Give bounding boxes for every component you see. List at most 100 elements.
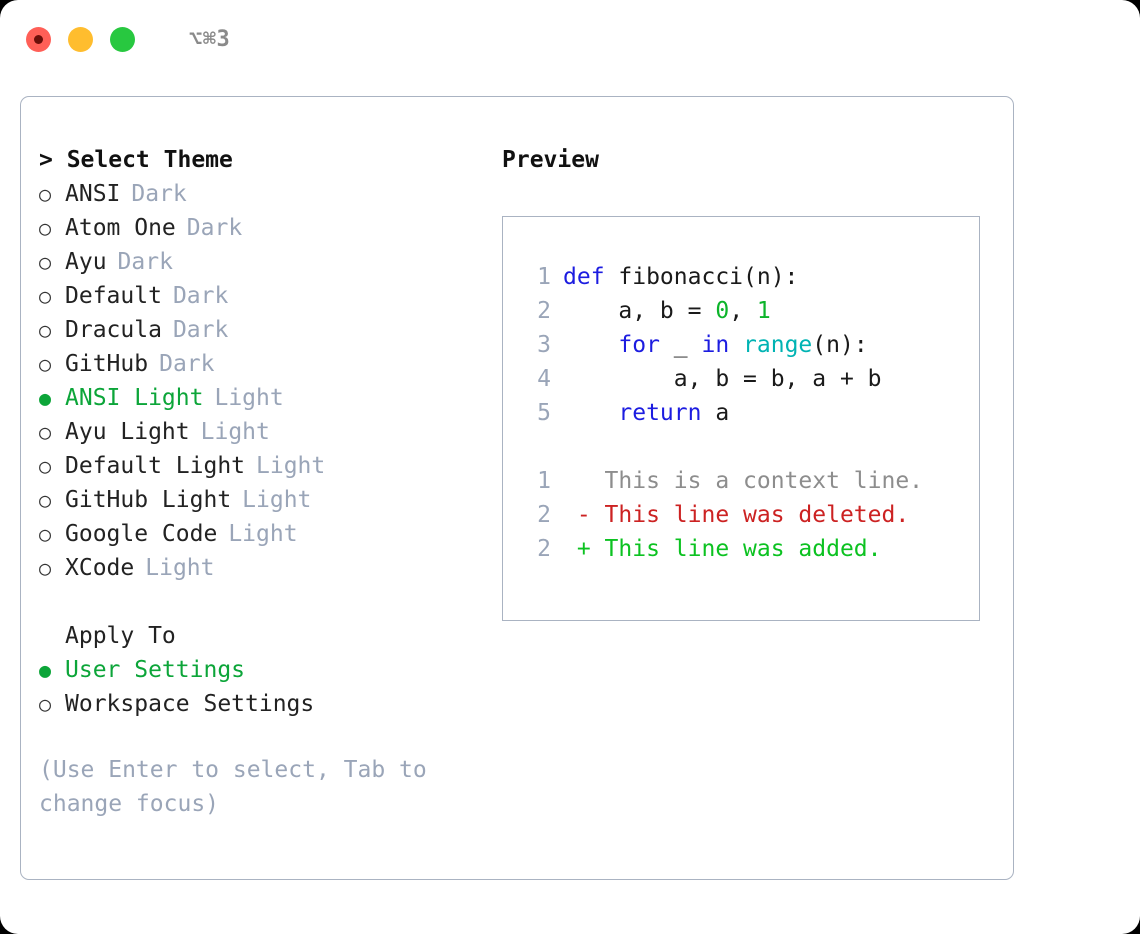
code-token: def — [563, 264, 619, 290]
radio-unselected-icon: ○ — [39, 556, 52, 580]
theme-name: GitHub Light — [65, 487, 232, 513]
code-token: a — [701, 400, 730, 426]
code-token: 1 — [756, 298, 771, 324]
theme-name: Ayu — [65, 249, 107, 275]
code-token: for — [618, 332, 660, 358]
theme-list-item[interactable]: ○ Ayu Dark — [39, 245, 489, 279]
theme-list-item[interactable]: ○ Default Dark — [39, 279, 489, 313]
code-token: + This line was added. — [563, 536, 882, 562]
theme-variant-badge: Dark — [172, 317, 229, 343]
line-content: for _ in range(n): — [563, 328, 868, 362]
radio-selected-icon: ● — [39, 386, 52, 410]
code-token: - This line was deleted. — [563, 502, 910, 528]
theme-list-item[interactable]: ○ Atom One Dark — [39, 211, 489, 245]
theme-name: GitHub — [65, 351, 149, 377]
apply-to-list[interactable]: ●User Settings ○ Workspace Settings — [39, 653, 489, 721]
apply-to-heading: Apply To — [65, 623, 176, 649]
theme-variant-badge: Light — [145, 555, 215, 581]
line-number: 1 — [537, 264, 551, 290]
diff-line: 2 + This line was added. — [521, 532, 979, 566]
apply-to-item[interactable]: ●User Settings — [39, 653, 489, 687]
line-number: 2 — [537, 298, 551, 324]
code-token: a, b = — [563, 298, 716, 324]
preview-heading: Preview — [502, 147, 599, 173]
line-content: a, b = 0, 1 — [563, 294, 771, 328]
line-number: 3 — [537, 332, 551, 358]
radio-unselected-icon: ○ — [39, 488, 52, 512]
title-bar: ⌥⌘3 — [0, 0, 1140, 78]
theme-list-item[interactable]: ○ Dracula Dark — [39, 313, 489, 347]
line-number: 2 — [537, 536, 551, 562]
radio-unselected-icon: ○ — [39, 420, 52, 444]
theme-name: XCode — [65, 555, 135, 581]
code-token: range — [743, 332, 813, 358]
code-token: fibonacci(n): — [618, 264, 799, 290]
line-number: 2 — [537, 502, 551, 528]
window-controls — [26, 26, 135, 52]
diff-line: 2 - This line was deleted. — [521, 498, 979, 532]
code-token: return — [618, 400, 702, 426]
radio-unselected-icon: ○ — [39, 352, 52, 376]
apply-to-label: User Settings — [65, 657, 246, 683]
radio-unselected-icon: ○ — [39, 522, 52, 546]
theme-variant-badge: Dark — [172, 283, 229, 309]
select-theme-heading: > Select Theme — [39, 147, 233, 173]
theme-name: Atom One — [65, 215, 176, 241]
code-token: (n): — [812, 332, 868, 358]
code-token — [563, 332, 618, 358]
radio-unselected-icon: ○ — [39, 284, 52, 308]
line-content: return a — [563, 396, 729, 430]
theme-variant-badge: Light — [242, 487, 312, 513]
theme-variant-badge: Light — [228, 521, 298, 547]
line-number: 4 — [537, 366, 551, 392]
line-content: - This line was deleted. — [563, 498, 909, 532]
apply-to-label: Workspace Settings — [65, 691, 315, 717]
code-diff-separator — [521, 430, 979, 464]
code-token: 0 — [715, 298, 730, 324]
close-button[interactable] — [26, 26, 51, 52]
theme-name: ANSI Light — [65, 385, 204, 411]
radio-unselected-icon: ○ — [39, 318, 52, 342]
apply-to-item[interactable]: ○ Workspace Settings — [39, 687, 489, 721]
theme-name: Default — [65, 283, 162, 309]
line-content: def fibonacci(n): — [563, 260, 798, 294]
radio-unselected-icon: ○ — [39, 454, 52, 478]
line-number: 1 — [537, 468, 551, 494]
theme-name: Dracula — [65, 317, 162, 343]
line-content: + This line was added. — [563, 532, 882, 566]
theme-variant-badge: Dark — [131, 181, 187, 207]
minimize-button[interactable] — [68, 26, 93, 52]
theme-list-item[interactable]: ○ XCode Light — [39, 551, 489, 585]
code-line: 1 def fibonacci(n): — [521, 260, 979, 294]
theme-list-item[interactable]: ○ GitHub Light Light — [39, 483, 489, 517]
code-token — [563, 400, 618, 426]
theme-variant-badge: Dark — [186, 215, 243, 241]
code-token: _ — [659, 332, 702, 358]
radio-unselected-icon: ○ — [39, 182, 52, 206]
line-number: 5 — [537, 400, 551, 426]
radio-unselected-icon: ○ — [39, 250, 52, 274]
code-line: 3 for _ in range(n): — [521, 328, 979, 362]
maximize-button[interactable] — [110, 26, 135, 52]
code-token — [729, 332, 743, 358]
theme-name: Ayu Light — [65, 419, 190, 445]
theme-variant-badge: Dark — [117, 249, 173, 275]
radio-unselected-icon: ○ — [39, 216, 52, 240]
code-token: a, b = b, a + b — [563, 366, 882, 392]
diff-line: 1 This is a context line. — [521, 464, 979, 498]
radio-unselected-icon: ○ — [39, 692, 52, 716]
keyboard-shortcut-label: ⌥⌘3 — [189, 26, 231, 52]
